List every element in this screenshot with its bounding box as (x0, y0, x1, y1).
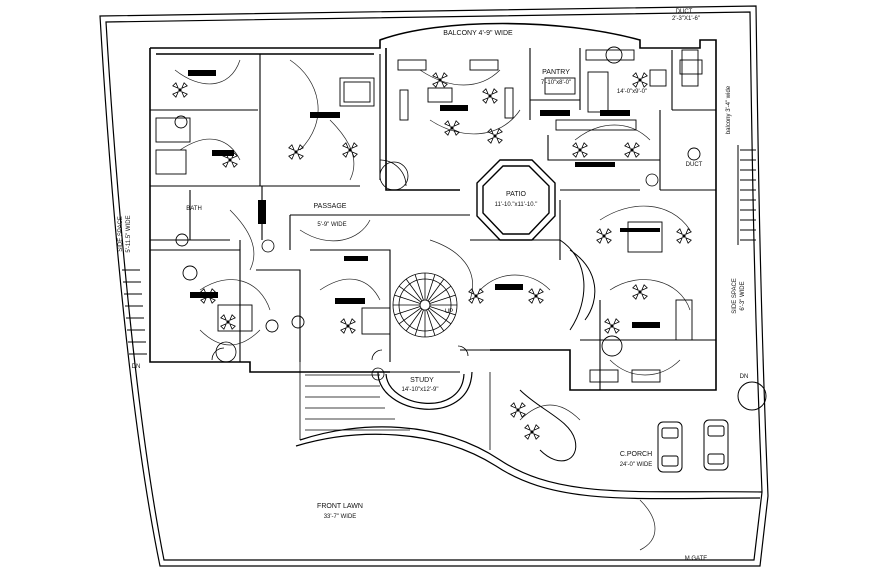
stair-tread (429, 294, 456, 304)
ceiling-fan-icon (432, 72, 448, 88)
ceiling-fan-icon (624, 142, 640, 158)
door-swings (211, 159, 659, 381)
parked-cars (657, 419, 729, 473)
side-space-left-width: 5'-11.5" WIDE (126, 215, 132, 252)
stair-tread (427, 278, 445, 302)
patio-size: 11'-10."x11'-10." (495, 202, 538, 208)
wiring-curves (174, 59, 691, 551)
ceiling-fan-icon (572, 142, 588, 158)
bath-label: BATH (186, 206, 202, 212)
interior-walls (150, 48, 716, 390)
stair-tread (428, 285, 452, 303)
c-porch-label: C.PORCH (620, 451, 652, 458)
stair-up-label: UP (445, 309, 453, 315)
stair-tread (428, 307, 452, 325)
ceiling-fans (172, 72, 692, 440)
ceiling-fan-icon (604, 318, 620, 334)
dn-right-label: DN (740, 374, 749, 380)
side-space-right-label: SIDE SPACE (732, 278, 738, 314)
site-boundary (99, 5, 769, 567)
ceiling-fan-icon (632, 72, 648, 88)
stair-tread (429, 306, 456, 316)
front-steps (299, 362, 491, 450)
study-bay (377, 371, 473, 410)
ceiling-fan-icon (340, 318, 356, 334)
front-lawn-width: 33'-7" WIDE (324, 514, 357, 520)
ceiling-fan-icon (220, 314, 236, 330)
study-label: STUDY (410, 377, 434, 384)
front-lawn-label: FRONT LAWN (317, 503, 363, 510)
pantry-label: PANTRY (542, 69, 570, 76)
patio-octagon (476, 159, 556, 241)
passage-width: 5'-9" WIDE (317, 222, 346, 228)
ceiling-fan-icon (444, 120, 460, 136)
stair-tread (405, 278, 423, 302)
side-steps (122, 145, 756, 355)
duct-top-label: DUCT (676, 9, 693, 15)
stair-tread (394, 294, 421, 304)
stair-tread (426, 274, 436, 301)
furniture (155, 46, 703, 383)
curved-lawn-edge (295, 426, 763, 500)
balcony-side-label: balcony 3'-4" wide (726, 85, 732, 134)
side-space-right-width: 6'-3" WIDE (740, 281, 746, 310)
ceiling-fan-icon (482, 88, 498, 104)
stair-tread (414, 309, 424, 336)
stair-tread (426, 309, 436, 336)
ceiling-fan-icon (342, 142, 358, 158)
ceiling-fan-icon (172, 82, 188, 98)
ceiling-fan-icon (524, 424, 540, 440)
outer-walls (149, 22, 717, 391)
stair-tread (427, 308, 445, 332)
room-labels: BALCONY 4'-9" WIDE DUCT 2'-3"X1'-6" PANT… (118, 9, 748, 562)
dn-left-label: DN (132, 364, 141, 370)
ceiling-fan-icon (468, 288, 484, 304)
c-porch-width: 24'-0" WIDE (620, 462, 653, 468)
passage-label: PASSAGE (314, 203, 347, 210)
dark-fixtures (188, 70, 660, 328)
spiral-staircase (392, 272, 458, 338)
pantry-size: 7'-10"x8'-0" (541, 80, 571, 86)
stair-tread (394, 306, 421, 316)
side-space-left-label: SIDE SPACE (118, 216, 124, 252)
stair-tread (398, 307, 422, 325)
ceiling-fan-icon (596, 228, 612, 244)
ceiling-fan-icon (528, 288, 544, 304)
landscape-curves (519, 239, 767, 462)
stair-tread (405, 308, 423, 332)
balcony-top-label: BALCONY 4'-9" WIDE (443, 30, 513, 37)
kitchen-size: 14'-0"x9'-0" (617, 89, 647, 95)
m-gate-label: M.GATE (685, 556, 708, 562)
duct-top-size: 2'-3"X1'-6" (672, 16, 700, 22)
ceiling-fan-icon (676, 228, 692, 244)
ceiling-fan-icon (288, 144, 304, 160)
patio-label: PATIO (506, 191, 527, 198)
stair-tread (398, 285, 422, 303)
study-size: 14'-10"x12'-9" (402, 387, 439, 393)
stair-tread (414, 274, 424, 301)
duct-side-label: DUCT (686, 162, 703, 168)
ceiling-fan-icon (487, 128, 503, 144)
ceiling-fan-icon (632, 284, 648, 300)
ceiling-fan-icon (510, 402, 526, 418)
